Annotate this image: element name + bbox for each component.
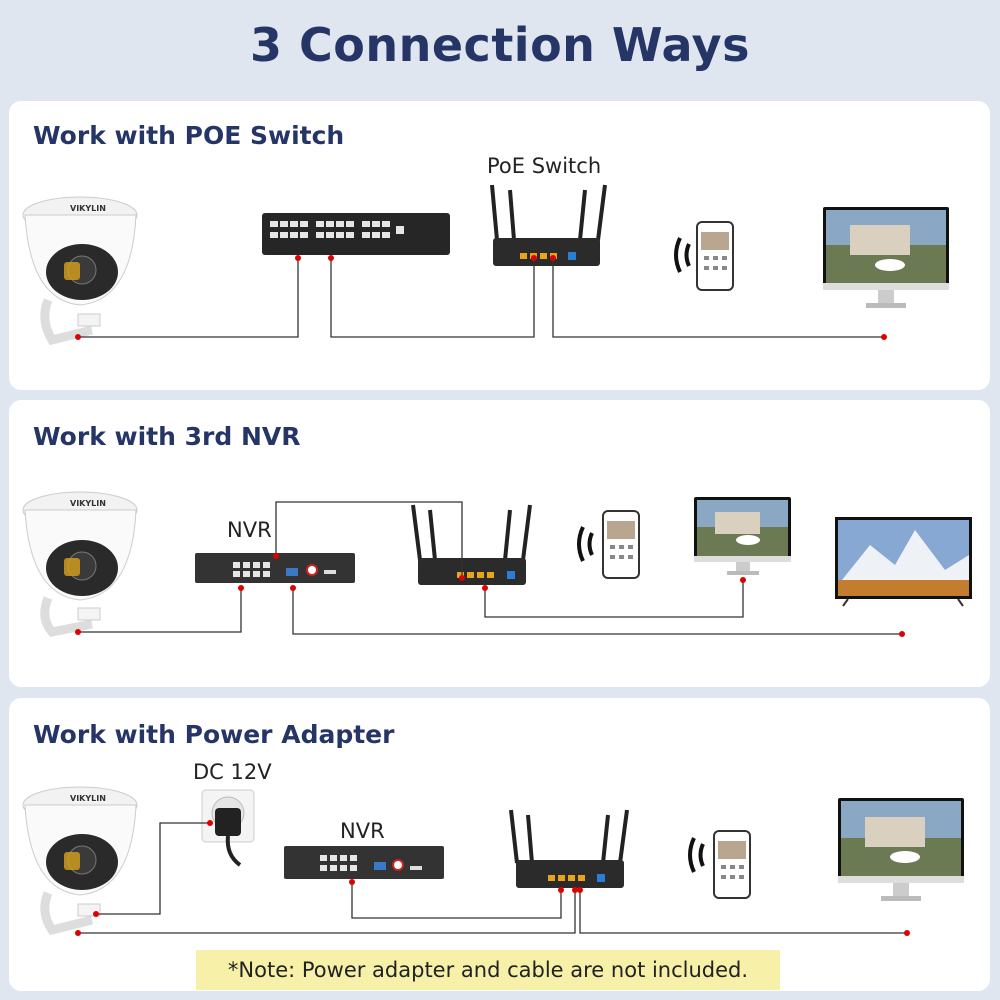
tv-icon <box>835 517 972 607</box>
monitor-icon <box>838 798 964 901</box>
router-icon <box>411 504 532 585</box>
nvr-icon <box>284 846 444 879</box>
dome-camera-icon: VIKYLIN <box>22 491 138 637</box>
section-title: Work with POE Switch <box>33 121 345 150</box>
dome-camera-icon: VIKYLIN <box>22 786 138 936</box>
smartphone-icon <box>674 221 734 291</box>
nvr-diagram: VIKYLIN <box>22 491 972 637</box>
panel-power-adapter: VIKYLIN <box>9 698 990 991</box>
cable-connector-dots <box>75 255 887 340</box>
panel-3rd-nvr: VIKYLIN <box>9 400 990 687</box>
cables <box>78 501 902 635</box>
poe-switch-label: PoE Switch <box>487 154 602 178</box>
nvr-label: NVR <box>340 819 385 843</box>
poe-switch-icon <box>262 213 450 255</box>
dc-12v-label: DC 12V <box>193 760 272 784</box>
monitor-icon <box>694 497 791 575</box>
dome-camera-icon: VIKYLIN <box>22 196 138 346</box>
smartphone-icon <box>688 830 751 899</box>
camera-brand-logo: VIKYLIN <box>70 794 106 803</box>
monitor-icon <box>823 207 949 308</box>
section-title: Work with 3rd NVR <box>33 422 301 451</box>
page-title: 3 Connection Ways <box>249 18 751 72</box>
camera-brand-logo: VIKYLIN <box>70 204 106 213</box>
poe-diagram: VIKYLIN <box>22 184 949 346</box>
cables <box>78 258 884 338</box>
cables <box>78 822 907 934</box>
smartphone-icon <box>577 510 640 579</box>
cable-connector-dots <box>75 553 905 637</box>
router-icon <box>490 184 607 266</box>
nvr-icon <box>195 553 355 583</box>
note-banner: *Note: Power adapter and cable are not i… <box>196 950 780 990</box>
router-icon <box>509 809 629 888</box>
power-adapter-diagram: VIKYLIN <box>22 786 964 936</box>
power-outlet-icon <box>201 789 255 867</box>
panel-poe-switch: VIKYLIN <box>9 101 990 390</box>
camera-brand-logo: VIKYLIN <box>70 499 106 508</box>
nvr-label: NVR <box>227 518 272 542</box>
cable-connector-dots <box>75 820 910 936</box>
section-title: Work with Power Adapter <box>33 720 395 749</box>
